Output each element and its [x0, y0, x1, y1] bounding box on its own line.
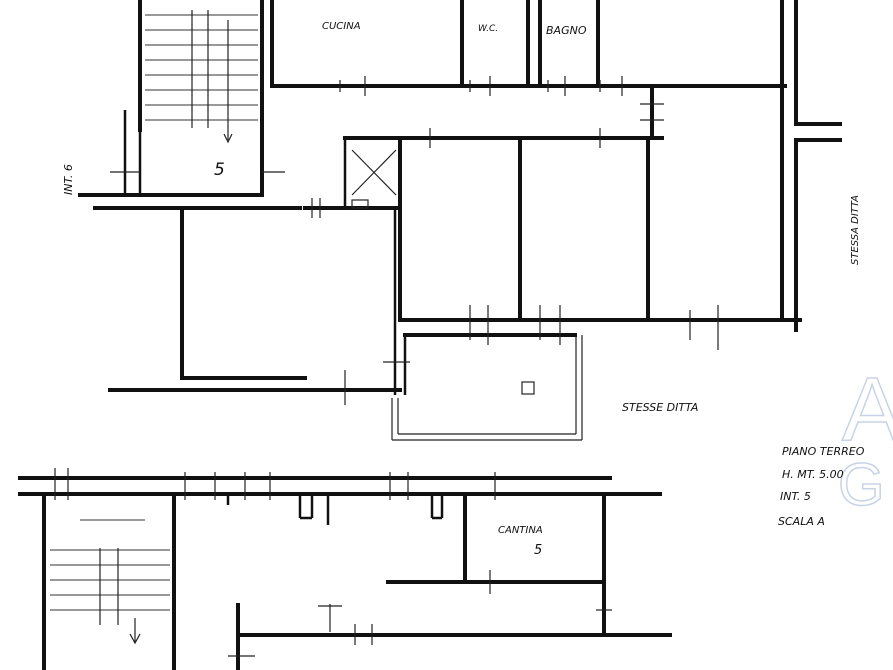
room-label-wc: W.C.: [478, 24, 498, 34]
watermark-letter-a: A: [842, 360, 893, 460]
label-stessa-ditta-right: STESSA DITTA: [850, 195, 861, 265]
lower-floor-walls: [18, 476, 672, 670]
label-int-left: INT. 6: [62, 164, 75, 195]
upper-staircase: [145, 10, 258, 144]
lower-openings: [54, 468, 612, 657]
room-label-cucina: CUCINA: [322, 21, 361, 32]
stair-number: 5: [214, 160, 225, 180]
upper-floor-walls: [78, 0, 842, 441]
upper-openings: [110, 76, 719, 405]
plan-legend: PIANO TERREO H. MT. 5.00 INT. 5 SCALA A: [778, 445, 865, 528]
legend-floor: PIANO TERREO: [782, 445, 865, 458]
room-label-cantina: CANTINA: [498, 525, 543, 536]
watermark-letter-g: G: [838, 451, 885, 518]
legend-height: H. MT. 5.00: [782, 468, 844, 481]
room-label-bagno: BAGNO: [546, 24, 587, 37]
lower-staircase: [50, 519, 170, 645]
legend-scala: SCALA A: [778, 515, 825, 528]
cantina-number: 5: [534, 543, 542, 558]
legend-int: INT. 5: [780, 490, 811, 503]
label-stesse-ditta-bottom: STESSE DITTA: [622, 401, 698, 414]
